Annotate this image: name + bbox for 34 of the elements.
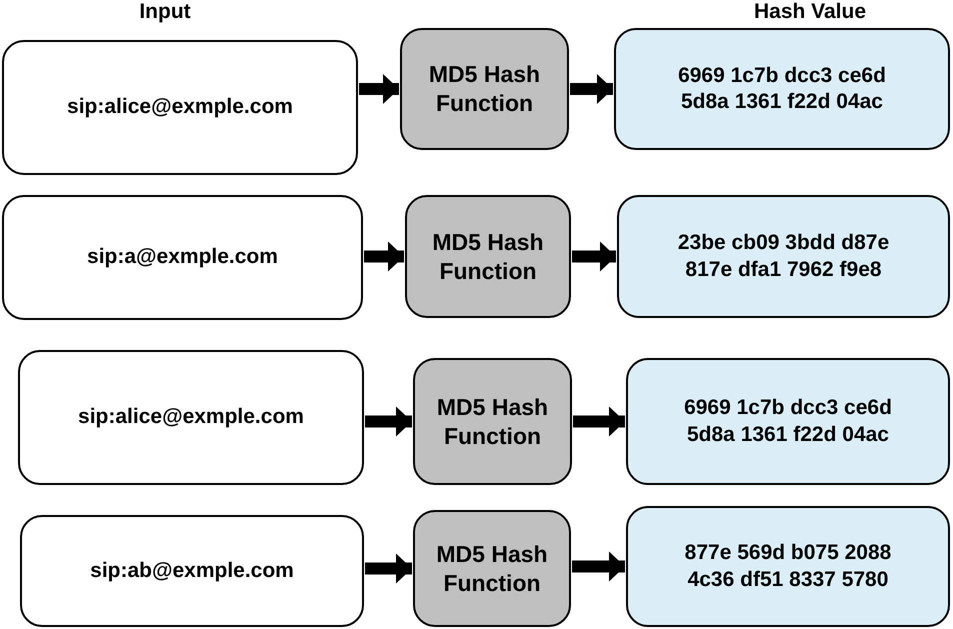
column-heading: Input xyxy=(139,0,191,24)
output-box xyxy=(617,195,950,318)
arrow xyxy=(365,406,412,436)
node-label: 23be cb09 3bdd d87e 817e dfa1 7962 f9e8 xyxy=(676,230,890,282)
process-box xyxy=(405,195,571,318)
node-label: sip:ab@exmple.com xyxy=(90,558,294,584)
output-box xyxy=(626,358,950,485)
node-label: MD5 Hash Function xyxy=(436,392,550,450)
node-label: MD5 Hash Function xyxy=(431,228,545,286)
arrow xyxy=(359,74,399,104)
node-label: 6969 1c7b dcc3 ce6d 5d8a 1361 f22d 04ac xyxy=(683,395,893,448)
arrow xyxy=(573,406,625,436)
output-box xyxy=(626,506,950,627)
node-label: sip:alice@exmple.com xyxy=(67,94,293,120)
process-box xyxy=(413,510,571,627)
node-label: sip:alice@exmple.com xyxy=(78,404,304,430)
arrow xyxy=(364,242,404,272)
node-label: sip:a@exmple.com xyxy=(87,244,278,270)
column-heading: Hash Value xyxy=(754,0,866,24)
arrow xyxy=(572,552,625,582)
output-box xyxy=(614,28,950,150)
process-box xyxy=(400,28,569,150)
input-box xyxy=(2,40,358,175)
arrow xyxy=(365,554,412,584)
node-label: MD5 Hash Function xyxy=(435,540,549,598)
input-box xyxy=(18,350,364,485)
node-label: 6969 1c7b dcc3 ce6d 5d8a 1361 f22d 04ac xyxy=(677,62,887,115)
node-label: 877e 569d b075 2088 4c36 df51 8337 5780 xyxy=(684,540,892,592)
input-box xyxy=(20,515,364,627)
input-box xyxy=(2,195,363,320)
node-label: MD5 Hash Function xyxy=(428,60,542,118)
arrow xyxy=(572,242,616,272)
arrow xyxy=(570,74,613,104)
process-box xyxy=(413,358,572,485)
